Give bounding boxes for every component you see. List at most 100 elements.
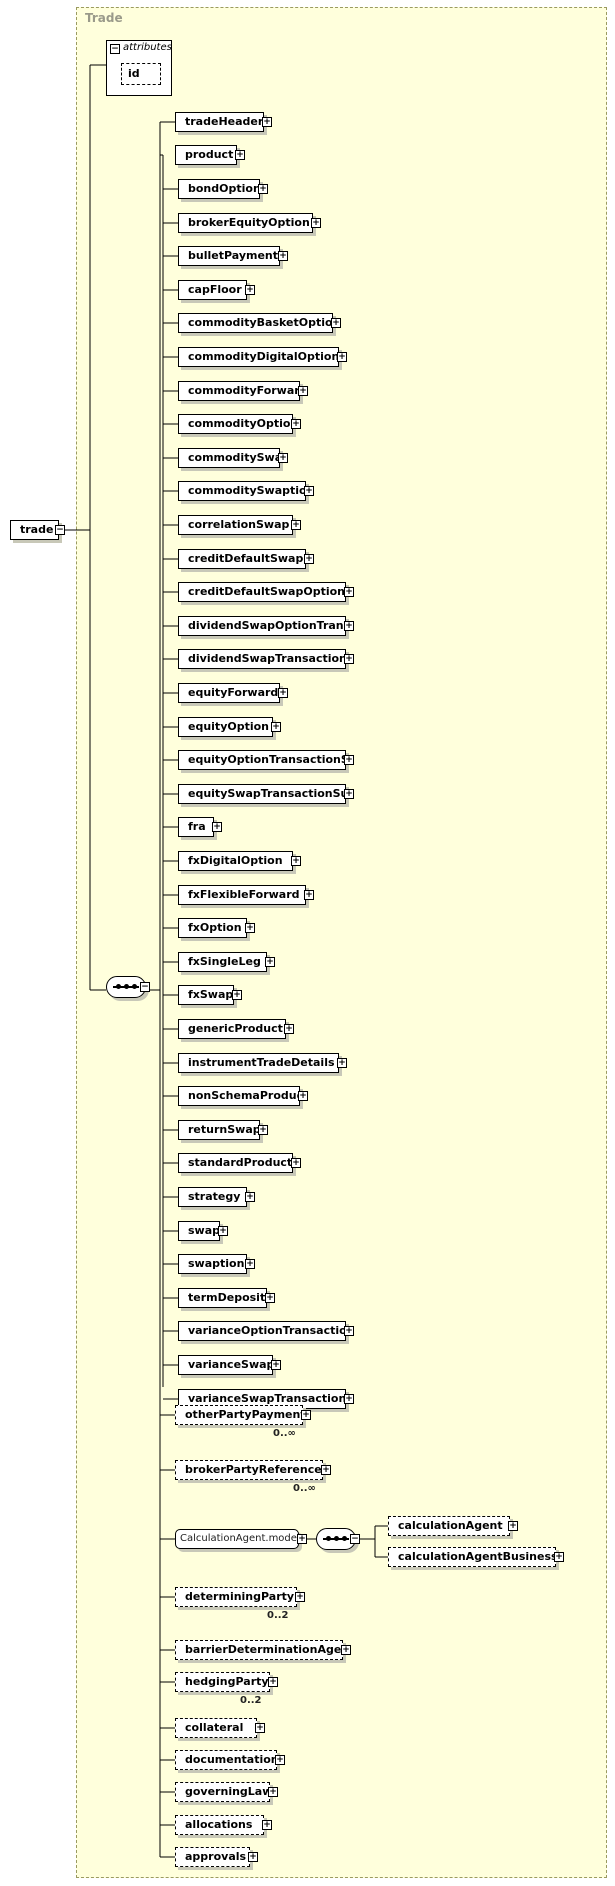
expand-product-21-icon[interactable]: + — [304, 890, 314, 900]
product-27[interactable]: nonSchemaProduct — [178, 1086, 300, 1106]
expand-element-otherPartyPayment-icon[interactable]: + — [301, 1410, 311, 1420]
expand-element-product-icon[interactable]: + — [235, 150, 245, 160]
product-8[interactable]: commoditySwap — [178, 448, 280, 468]
expand-product-31-icon[interactable]: + — [218, 1226, 228, 1236]
element-documentation[interactable]: documentation — [175, 1750, 277, 1770]
product-31[interactable]: swap — [178, 1221, 220, 1241]
product-20[interactable]: fxDigitalOption — [178, 851, 293, 871]
product-26[interactable]: instrumentTradeDetails — [178, 1053, 339, 1073]
expand-product-9-icon[interactable]: + — [304, 486, 314, 496]
product-4[interactable]: commodityBasketOption — [178, 313, 333, 333]
expand-product-11-icon[interactable]: + — [304, 554, 314, 564]
collapse-sequence-icon[interactable]: − — [140, 982, 150, 992]
expand-product-27-icon[interactable]: + — [298, 1091, 308, 1101]
main-sequence-icon[interactable] — [106, 976, 146, 998]
product-19[interactable]: fra — [178, 817, 214, 837]
collapse-attributes-icon[interactable]: − — [110, 44, 120, 54]
product-7[interactable]: commodityOption — [178, 414, 293, 434]
expand-product-34-icon[interactable]: + — [344, 1326, 354, 1336]
element-tradeHeader[interactable]: tradeHeader — [175, 112, 264, 132]
product-23[interactable]: fxSingleLeg — [178, 952, 267, 972]
product-28[interactable]: returnSwap — [178, 1120, 260, 1140]
product-9[interactable]: commoditySwaption — [178, 481, 306, 501]
calc-child-1[interactable]: calculationAgentBusinessCenter — [388, 1547, 556, 1567]
expand-product-23-icon[interactable]: + — [265, 957, 275, 967]
product-29[interactable]: standardProduct — [178, 1153, 293, 1173]
expand-element-brokerPartyReference-icon[interactable]: + — [321, 1465, 331, 1475]
expand-product-19-icon[interactable]: + — [212, 822, 222, 832]
element-determiningParty[interactable]: determiningParty — [175, 1587, 297, 1607]
product-24[interactable]: fxSwap — [178, 985, 234, 1005]
element-otherPartyPayment[interactable]: otherPartyPayment — [175, 1405, 303, 1425]
expand-product-16-icon[interactable]: + — [271, 722, 281, 732]
product-6[interactable]: commodityForward — [178, 381, 300, 401]
expand-product-25-icon[interactable]: + — [284, 1024, 294, 1034]
expand-product-1-icon[interactable]: + — [311, 218, 321, 228]
expand-calc-child-0-icon[interactable]: + — [508, 1521, 518, 1531]
expand-element-approvals-icon[interactable]: + — [248, 1852, 258, 1862]
product-16[interactable]: equityOption — [178, 717, 273, 737]
element-product[interactable]: product — [175, 145, 237, 165]
expand-product-33-icon[interactable]: + — [265, 1293, 275, 1303]
product-0[interactable]: bondOption — [178, 179, 260, 199]
product-5[interactable]: commodityDigitalOption — [178, 347, 339, 367]
product-30[interactable]: strategy — [178, 1187, 247, 1207]
collapse-trade-icon[interactable]: − — [55, 525, 65, 535]
element-barrierDeterminationAgent[interactable]: barrierDeterminationAgent — [175, 1640, 343, 1660]
expand-product-20-icon[interactable]: + — [291, 856, 301, 866]
element-hedgingParty[interactable]: hedgingParty — [175, 1672, 270, 1692]
expand-product-32-icon[interactable]: + — [245, 1259, 255, 1269]
product-13[interactable]: dividendSwapOptionTransactio... — [178, 616, 346, 636]
expand-product-24-icon[interactable]: + — [232, 990, 242, 1000]
expand-product-17-icon[interactable]: + — [344, 755, 354, 765]
expand-calc-child-1-icon[interactable]: + — [554, 1552, 564, 1562]
expand-product-7-icon[interactable]: + — [291, 419, 301, 429]
product-22[interactable]: fxOption — [178, 918, 247, 938]
expand-product-8-icon[interactable]: + — [278, 453, 288, 463]
expand-element-hedgingParty-icon[interactable]: + — [268, 1677, 278, 1687]
expand-product-6-icon[interactable]: + — [298, 386, 308, 396]
product-32[interactable]: swaption — [178, 1254, 247, 1274]
expand-calculation-agent-model-group-icon[interactable]: + — [297, 1534, 307, 1544]
calculation-agent-model-group[interactable]: CalculationAgent.model — [175, 1529, 299, 1549]
product-21[interactable]: fxFlexibleForward — [178, 885, 306, 905]
calc-child-0[interactable]: calculationAgent — [388, 1516, 510, 1536]
expand-element-collateral-icon[interactable]: + — [255, 1723, 265, 1733]
expand-product-22-icon[interactable]: + — [245, 923, 255, 933]
product-10[interactable]: correlationSwap — [178, 515, 293, 535]
expand-product-14-icon[interactable]: + — [344, 654, 354, 664]
expand-product-28-icon[interactable]: + — [258, 1125, 268, 1135]
trade-root-node[interactable]: trade — [10, 520, 59, 540]
expand-product-12-icon[interactable]: + — [344, 587, 354, 597]
expand-element-determiningParty-icon[interactable]: + — [295, 1592, 305, 1602]
product-15[interactable]: equityForward — [178, 683, 280, 703]
product-34[interactable]: varianceOptionTransactionSup... — [178, 1321, 346, 1341]
product-35[interactable]: varianceSwap — [178, 1355, 273, 1375]
expand-product-29-icon[interactable]: + — [291, 1158, 301, 1168]
product-2[interactable]: bulletPayment — [178, 246, 280, 266]
product-1[interactable]: brokerEquityOption — [178, 213, 313, 233]
expand-element-barrierDeterminationAgent-icon[interactable]: + — [341, 1645, 351, 1655]
expand-product-15-icon[interactable]: + — [278, 688, 288, 698]
product-25[interactable]: genericProduct — [178, 1019, 286, 1039]
product-33[interactable]: termDeposit — [178, 1288, 267, 1308]
expand-product-3-icon[interactable]: + — [245, 285, 255, 295]
expand-product-4-icon[interactable]: + — [331, 318, 341, 328]
product-3[interactable]: capFloor — [178, 280, 247, 300]
expand-element-documentation-icon[interactable]: + — [275, 1755, 285, 1765]
product-12[interactable]: creditDefaultSwapOption — [178, 582, 346, 602]
expand-product-35-icon[interactable]: + — [271, 1360, 281, 1370]
expand-product-10-icon[interactable]: + — [291, 520, 301, 530]
product-11[interactable]: creditDefaultSwap — [178, 549, 306, 569]
expand-element-governingLaw-icon[interactable]: + — [268, 1787, 278, 1797]
collapse-calc-sequence-icon[interactable]: − — [350, 1534, 360, 1544]
expand-element-tradeHeader-icon[interactable]: + — [262, 117, 272, 127]
expand-product-30-icon[interactable]: + — [245, 1192, 255, 1202]
expand-product-5-icon[interactable]: + — [337, 352, 347, 362]
expand-element-allocations-icon[interactable]: + — [262, 1820, 272, 1830]
element-governingLaw[interactable]: governingLaw — [175, 1782, 270, 1802]
element-collateral[interactable]: collateral — [175, 1718, 257, 1738]
element-allocations[interactable]: allocations — [175, 1815, 264, 1835]
element-approvals[interactable]: approvals — [175, 1847, 250, 1867]
product-14[interactable]: dividendSwapTransactionSuppl... — [178, 649, 346, 669]
